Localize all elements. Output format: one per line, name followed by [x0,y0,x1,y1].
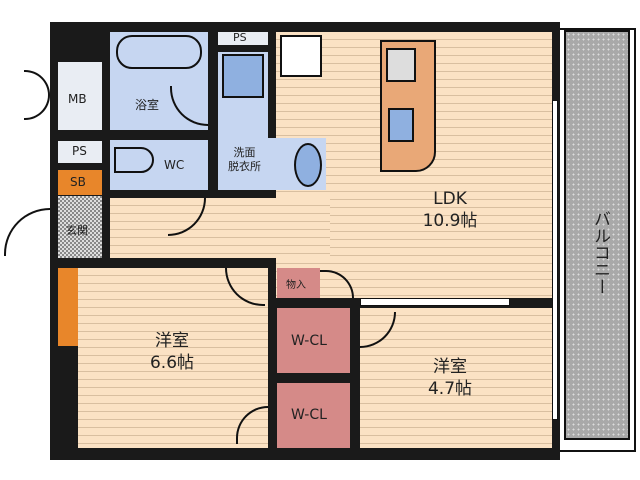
mb [58,62,102,130]
kitchen-sink-icon [388,108,414,142]
entrance-label: 玄関 [66,224,88,237]
wcl2-label: W-CL [291,407,327,423]
storage-label: 物入 [286,280,306,291]
window-strip [58,268,78,346]
ldk-size: 10.9帖 [422,211,478,231]
balcony-window[interactable] [552,100,558,420]
ldk-name: LDK [433,189,467,209]
western-room-1 [78,268,268,448]
western1-size: 6.6帖 [149,353,195,373]
bathtub [116,35,202,69]
ps-top-label: PS [233,31,247,44]
sliding-door[interactable] [360,298,510,306]
walk-in-closet-2 [277,383,350,448]
ps-left [58,141,102,163]
wc-label: WC [164,158,185,172]
entrance [58,196,102,258]
stove-icon [386,48,416,82]
washroom-label: 洗面脱衣所 [228,146,261,174]
balcony-label: バルコニー [590,210,610,295]
washing-machine-icon [222,54,264,98]
entrance-door[interactable] [4,208,50,256]
balcony: バルコニー [558,28,636,452]
toilet-icon [114,147,154,173]
wcl1-label: W-CL [291,333,327,349]
western-room-2 [360,308,552,448]
bath-label: 浴室 [135,98,160,112]
kitchen-counter [380,40,436,172]
walk-in-closet-1 [277,308,350,373]
washroom-line2: 脱衣所 [228,160,261,173]
sb-label: SB [70,175,86,189]
western1-name: 洋室 [155,331,189,351]
western2-size: 4.7帖 [427,379,473,399]
sink-icon [294,143,322,187]
washroom-line1: 洗面 [233,146,256,159]
mb-door[interactable] [24,70,50,120]
ps-left-label: PS [72,144,87,158]
storage [277,268,320,298]
ventilation-icon [280,35,322,77]
ldk-extension [110,198,330,258]
ps-top [218,32,268,45]
western2-name: 洋室 [433,357,467,377]
shoe-box [58,170,102,195]
mb-label: MB [68,92,87,106]
